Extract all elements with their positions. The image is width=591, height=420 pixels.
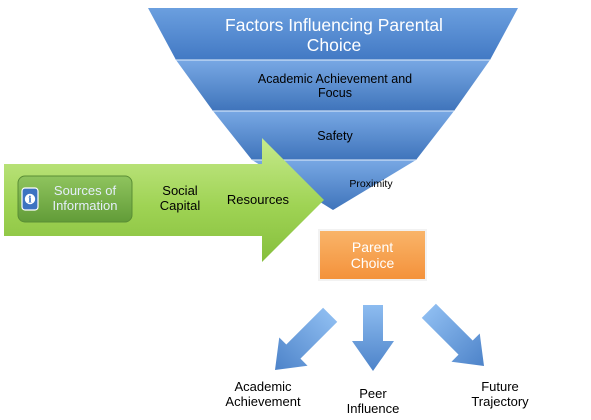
funnel-level-academic: Academic Achievement and Focus — [257, 71, 413, 100]
outcome-peer-influence: Peer Influence — [346, 386, 400, 416]
input-arrow: i — [4, 138, 324, 262]
outcome-arrow-left — [275, 307, 338, 370]
input-arrow-shape — [4, 138, 324, 262]
outcome-arrow-right — [421, 303, 484, 366]
outcome-arrow-center — [352, 305, 394, 371]
source-box — [17, 175, 133, 223]
info-icon: i — [21, 187, 39, 211]
sources-of-information-label: Sources of Information — [52, 183, 118, 213]
funnel-band-safety — [213, 111, 454, 160]
outcome-arrows — [275, 303, 484, 371]
outcome-future-trajectory: Future Trajectory — [471, 379, 529, 409]
funnel-level-proximity: Proximity — [349, 177, 393, 190]
outcome-academic-achievement: Academic Achievement — [225, 379, 301, 409]
funnel-title: Factors Influencing Parental Choice — [225, 14, 443, 55]
funnel-band-title — [148, 8, 518, 60]
funnel-level-safety: Safety — [317, 128, 353, 143]
parent-choice-label: Parent Choice — [350, 238, 395, 271]
social-capital-label: Social Capital — [159, 183, 201, 213]
svg-text:i: i — [28, 196, 32, 206]
resources-label: Resources — [226, 191, 290, 207]
funnel-band-academic — [176, 60, 490, 111]
parent-choice-box — [318, 229, 427, 281]
